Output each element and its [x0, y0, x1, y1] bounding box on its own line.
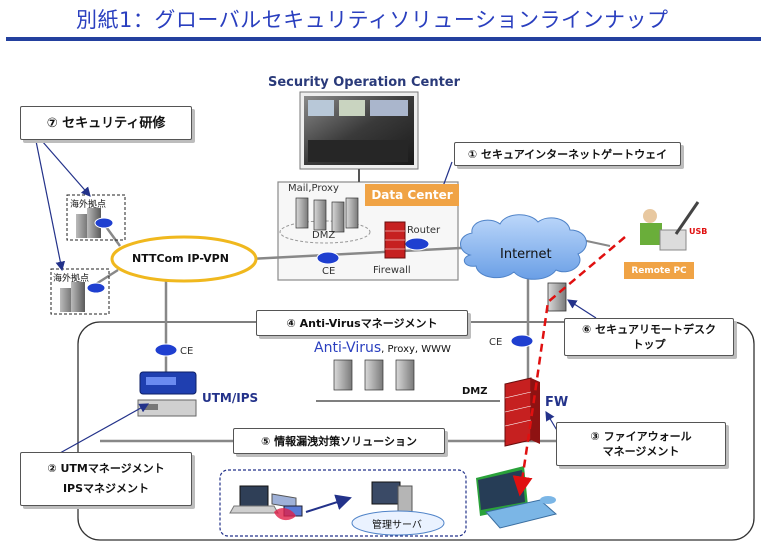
fw-label: FW	[545, 395, 569, 410]
router-label: Router	[407, 225, 441, 236]
person-icon	[626, 201, 700, 261]
title-rule	[6, 37, 761, 41]
page-title: 別紙1：グローバルセキュリティソリューションラインナップ	[76, 8, 669, 32]
mgmt-server-ellipse	[351, 510, 445, 536]
overseas-label-2: 海外拠点	[53, 274, 90, 284]
dmz-label: DMZ	[462, 386, 488, 397]
remote-pc-label: Remote PC	[624, 262, 694, 279]
dc-dmz-label: DMZ	[312, 230, 336, 241]
antivirus-label: Anti-Virus, Proxy, WWW	[314, 340, 451, 356]
vpn-label: NTTCom IP-VPN	[132, 252, 229, 265]
callout-security-training: ⑦ セキュリティ研修	[20, 106, 192, 140]
datacenter-dmz-ellipse	[279, 220, 371, 244]
remote-access-path	[512, 236, 626, 497]
callout-firewall-mgmt: ③ ファイアウォールマネージメント	[556, 422, 726, 466]
callout-secure-gateway: ① セキュアインターネットゲートウェイ	[454, 142, 681, 166]
usb-label: USB	[689, 227, 708, 236]
soc-title: Security Operation Center	[268, 75, 461, 90]
fw-ce-label: CE	[489, 337, 503, 348]
router-icon	[86, 217, 534, 357]
firewall-icon	[504, 377, 540, 447]
monitor-icon	[476, 466, 558, 529]
server-icon	[333, 359, 415, 391]
callout-antivirus-mgmt: ④ Anti-Virusマネージメント	[256, 310, 468, 336]
server-icon	[295, 197, 359, 233]
utm-ce-label: CE	[180, 346, 194, 357]
vpn-cloud	[110, 235, 258, 283]
monitor-icon	[371, 481, 413, 515]
remote-desktop-server-icon	[547, 282, 567, 312]
infoleak-area	[219, 469, 467, 537]
usb-icon	[274, 505, 303, 521]
vpn-dc-line	[249, 245, 481, 261]
cloud-icon	[460, 214, 587, 280]
overseas-site-2	[50, 268, 110, 315]
internet-label: Internet	[500, 247, 552, 262]
datacenter-label: Data Center	[365, 184, 459, 206]
laptop-icon	[229, 485, 279, 514]
utm-appliance-icon	[137, 371, 197, 417]
overseas-site-1	[66, 194, 126, 241]
mgmt-server-label: 管理サーバ	[372, 520, 422, 531]
callout-infoleak: ⑤ 情報漏洩対策ソリューション	[233, 428, 445, 454]
callout-remote-desktop: ⑥ セキュアリモートデスクトップ	[564, 318, 734, 356]
utm-ips-label: UTM/IPS	[202, 391, 259, 405]
mail-proxy-label: Mail,Proxy	[288, 183, 339, 194]
overseas-label-1: 海外拠点	[70, 200, 107, 210]
dc-ce-label: CE	[322, 266, 336, 277]
firewall-icon	[384, 221, 406, 259]
firewall-label: Firewall	[373, 265, 411, 276]
building-icon	[60, 208, 101, 312]
